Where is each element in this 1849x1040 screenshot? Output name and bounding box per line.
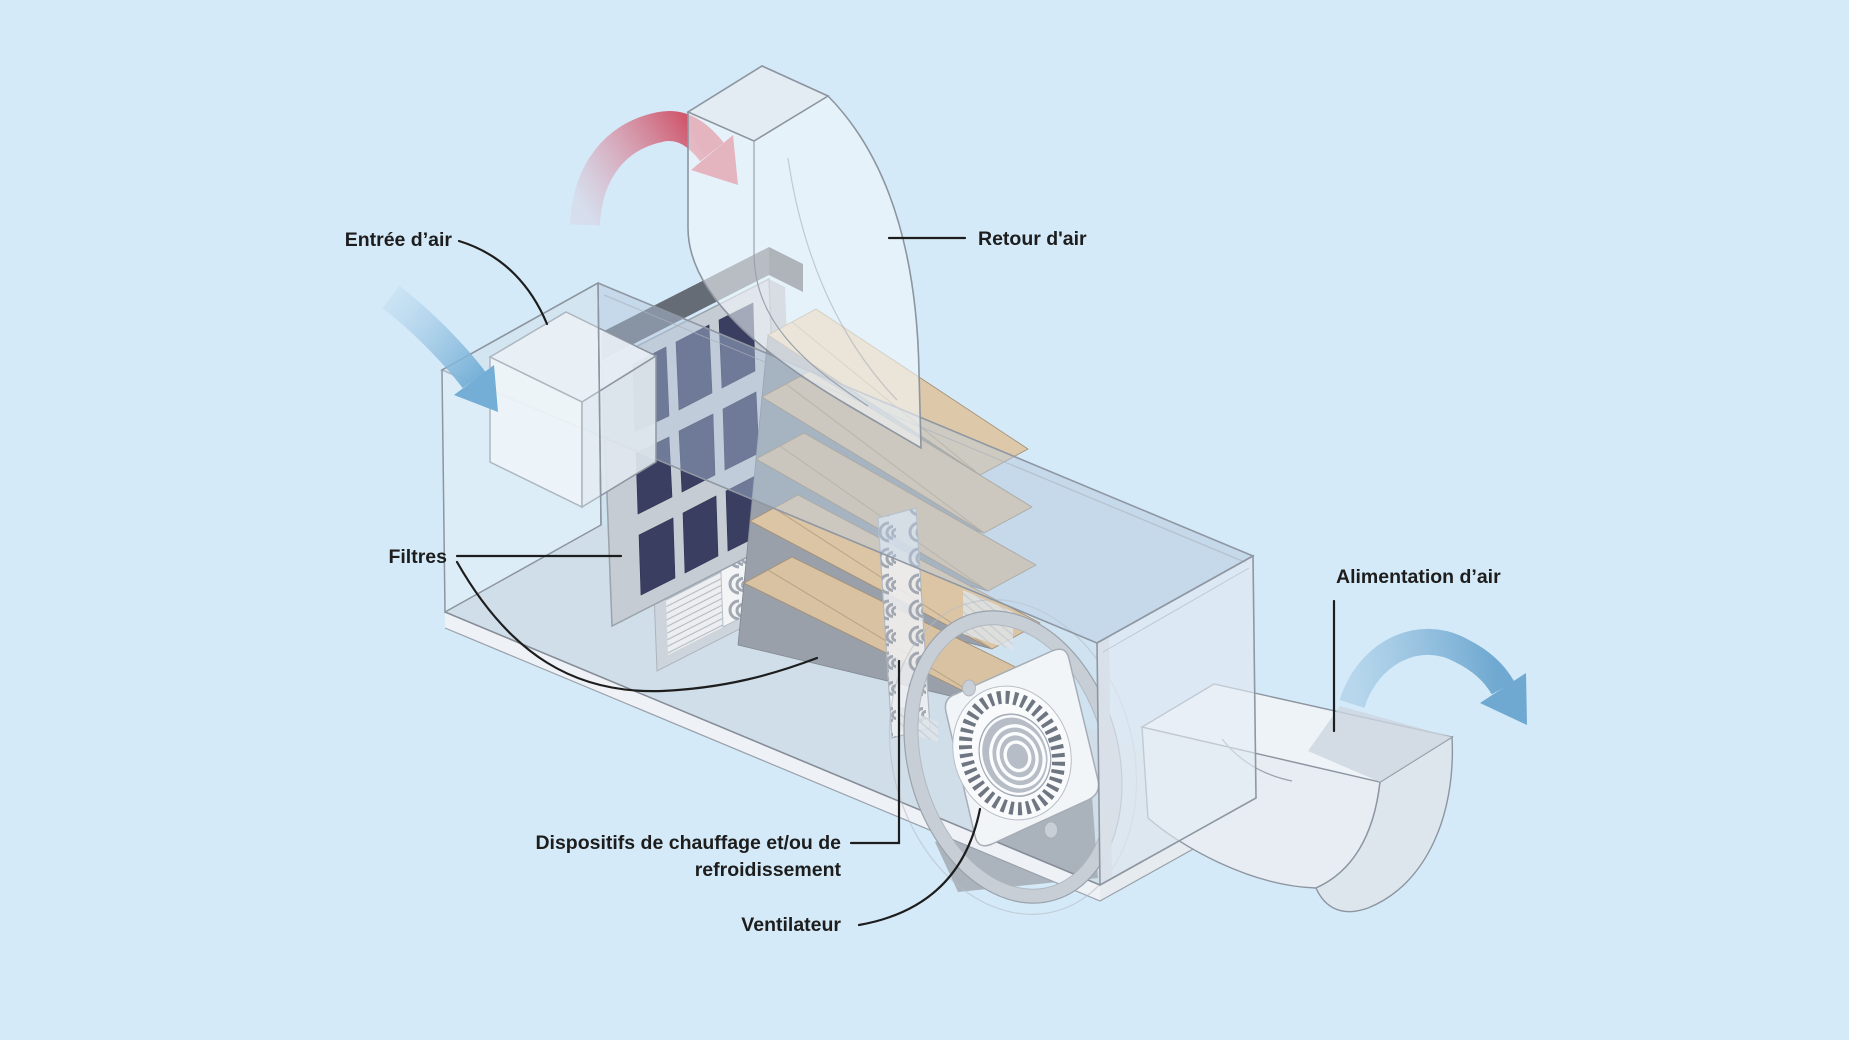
labels: Entrée d’air Retour d'air Filtres Dispos… <box>345 228 1501 936</box>
return-duct <box>686 65 922 450</box>
label-air-return: Retour d'air <box>978 228 1087 250</box>
casing-right-face <box>1096 554 1257 887</box>
intake-air-arrow-icon <box>382 285 498 412</box>
casing-left-wall <box>441 281 602 614</box>
leader-heating-cooling <box>849 659 901 845</box>
fan-icon <box>952 685 1072 821</box>
intake-duct <box>488 311 658 509</box>
fan-assembly <box>944 648 1100 847</box>
label-heating-cooling-line2: refroidissement <box>695 859 842 881</box>
label-filters: Filtres <box>388 546 447 568</box>
leader-filters-2 <box>455 560 819 693</box>
label-heating-cooling-line1: Dispositifs de chauffage et/ou de <box>535 832 841 854</box>
supply-air-arrow-icon <box>1339 628 1527 725</box>
label-air-intake: Entrée d’air <box>345 229 453 251</box>
leader-lines <box>455 236 1336 927</box>
leader-fan <box>857 807 982 927</box>
label-fan: Ventilateur <box>741 914 841 936</box>
label-air-supply: Alimentation d’air <box>1336 566 1501 588</box>
leader-air-intake <box>457 239 549 326</box>
